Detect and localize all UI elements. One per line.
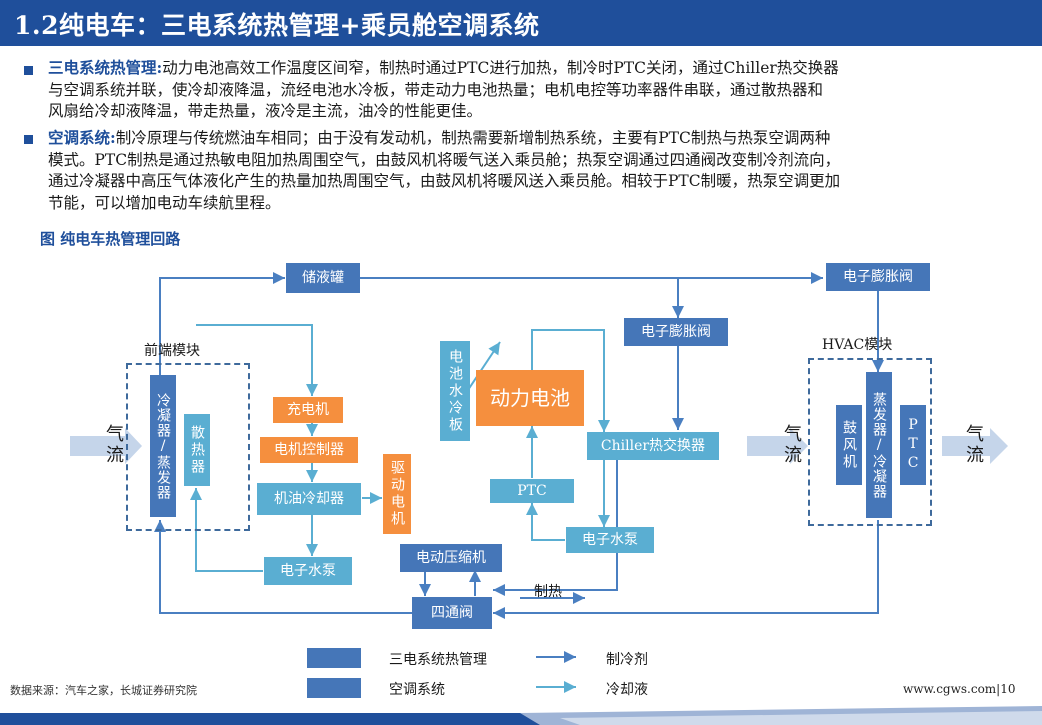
exv-right-node: 电子膨胀阀 [826, 263, 930, 291]
receiver-node: 储液罐 [286, 263, 360, 293]
figure-caption: 图 纯电车热管理回路 [40, 230, 181, 248]
hvac-module-frame [808, 358, 932, 526]
chiller-node: Chiller热交换器 [587, 432, 719, 460]
legend-label-coolant: 冷却液 [606, 682, 648, 698]
bullet-lead: 空调系统: [48, 128, 116, 147]
bullet-line: 动力电池高效工作温度区间窄，制热时通过PTC进行加热，制冷时PTC关闭，通过Ch… [162, 59, 839, 77]
front-module-frame [126, 363, 250, 531]
compressor-node: 电动压缩机 [400, 544, 502, 572]
bullet-paragraph-ac: 空调系统:制冷原理与传统燃油车相同；由于没有发动机，制热需要新增制热系统，主要有… [48, 127, 1006, 214]
legend-label-refrigerant: 制冷剂 [606, 652, 648, 668]
radiator-node: 散热器 [184, 414, 210, 486]
title-bar: 1.2纯电车：三电系统热管理+乘员舱空调系统 [0, 0, 1042, 46]
motor-controller-node: 电机控制器 [260, 437, 358, 463]
condenser-evaporator-node: 冷凝器/蒸发器 [150, 375, 176, 517]
bullet-marker [24, 66, 33, 75]
airflow-arrow-left [70, 428, 142, 464]
bottom-bar [0, 706, 1042, 725]
data-source: 数据来源：汽车之家，长城证券研究院 [10, 684, 197, 697]
bullet-line: 制冷原理与传统燃油车相同；由于没有发动机，制热需要新增制热系统，主要有PTC制热… [115, 129, 831, 147]
ptc-mid-node: PTC [490, 479, 574, 503]
airflow-arrow-mid [747, 428, 808, 464]
legend-swatch-system2 [307, 678, 361, 698]
blower-node: 鼓风机 [836, 405, 862, 485]
line-plate-battery [467, 341, 501, 391]
battery-cold-plate-node: 电池水冷板 [440, 341, 470, 441]
legend-swatch-system1 [307, 648, 361, 668]
evaporator-condenser-node: 蒸发器/冷凝器 [866, 372, 892, 518]
airflow-label-mid: 气流 [781, 424, 802, 466]
charger-node: 充电机 [273, 397, 343, 423]
bullet-paragraph-thermal: 三电系统热管理:动力电池高效工作温度区间窄，制热时通过PTC进行加热，制冷时PT… [48, 57, 1006, 123]
drive-motor-node: 驱动电机 [383, 454, 411, 534]
airflow-arrow-right [942, 428, 1008, 464]
front-module-label: 前端模块 [144, 343, 200, 359]
line-radiator-charger [196, 324, 318, 396]
line-condenser-receiver [159, 272, 285, 375]
oil-cooler-node: 机油冷却器 [257, 483, 361, 515]
bullet-marker [24, 135, 33, 144]
exv-mid-node: 电子膨胀阀 [624, 318, 728, 346]
bullet-lead: 三电系统热管理: [48, 58, 163, 77]
power-battery-node: 动力电池 [476, 370, 584, 426]
bullet-line: 与空调系统并联，使冷却液降温，流经电池水冷板，带走动力电池热量；电机电控等功率器… [48, 80, 824, 99]
page-title: 1.2纯电车：三电系统热管理+乘员舱空调系统 [14, 11, 540, 40]
bullet-line: 风扇给冷却液降温，带走热量，液冷是主流，油冷的性能更佳。 [48, 102, 483, 120]
airflow-label-right: 气流 [963, 424, 984, 466]
legend-label-system1: 三电系统热管理 [389, 652, 487, 668]
pump-left-node: 电子水泵 [264, 557, 352, 585]
bullet-line: 模式。PTC制热是通过热敏电阻加热周围空气，由鼓风机将暖气送入乘员舱；热泵空调通… [48, 150, 841, 169]
ptc-hvac-node: PTC [900, 405, 926, 485]
bullet-line: 通过冷凝器中高压气体液化产生的热量加热周围空气，由鼓风机将暖风送入乘员舱。相较于… [48, 172, 841, 190]
line-valve-condenser [154, 520, 412, 614]
legend-label-system2: 空调系统 [389, 682, 445, 698]
line-pump-radiator [190, 488, 263, 572]
hvac-module-label: HVAC模块 [822, 337, 893, 353]
line-pump-ptc [526, 503, 565, 541]
line-chiller-valve [493, 460, 618, 596]
four-way-valve-node: 四通阀 [412, 597, 492, 629]
heating-label: 制热 [534, 584, 562, 600]
page-footer: www.cgws.com|10 [903, 682, 1016, 696]
bullet-line: 节能，可以增加电动车续航里程。 [48, 193, 281, 212]
airflow-label-left: 气流 [103, 424, 124, 466]
line-hvac-valve [493, 520, 879, 619]
pump-mid-node: 电子水泵 [566, 527, 654, 553]
